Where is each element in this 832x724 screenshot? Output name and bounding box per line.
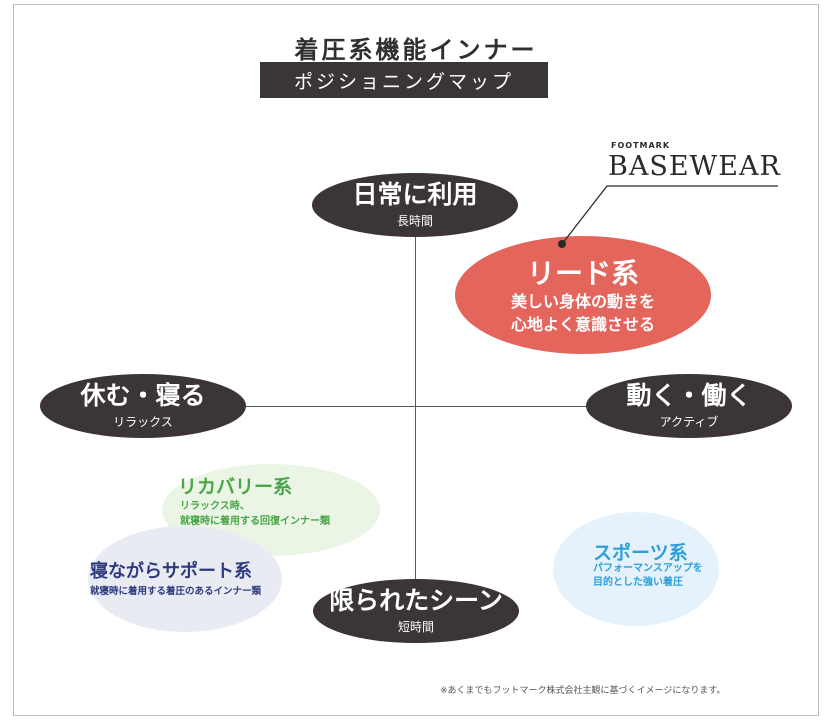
sports-category-description: パフォーマンスアップを 目的とした強い着圧	[553, 562, 719, 590]
axis-left-pill: 休む・寝る リラックス	[40, 374, 246, 438]
axis-left-sublabel: リラックス	[113, 415, 173, 430]
sports-category-title: スポーツ系	[593, 542, 688, 564]
axis-bottom-label: 限られたシーン	[329, 585, 503, 615]
axis-right-pill: 動く・働く アクティブ	[586, 374, 792, 438]
axis-top-pill: 日常に利用 長時間	[312, 173, 518, 237]
recovery-category-description: リラックス時、 就寝時に着用する回復インナー類	[180, 499, 330, 529]
axis-left-label: 休む・寝る	[80, 380, 206, 410]
sports-desc-line2: 目的とした強い着圧	[593, 577, 683, 588]
lead-desc-line2: 心地よく意識させる	[510, 315, 655, 334]
diagram-subtitle: ポジショニングマップ	[260, 62, 548, 98]
footnote: ※あくまでもフットマーク株式会社主観に基づくイメージになります。	[440, 686, 726, 696]
sleep-support-category-title: 寝ながらサポート系	[90, 561, 252, 582]
axis-top-label: 日常に利用	[352, 179, 478, 209]
sports-category-ellipse	[553, 512, 719, 626]
diagram-title: 着圧系機能インナー	[294, 36, 538, 64]
axis-bottom-pill: 限られたシーン 短時間	[313, 579, 519, 643]
brand-maker-label: FOOTMARK	[611, 141, 671, 150]
brand-product-label: BASEWEAR	[608, 151, 781, 182]
lead-category-description: 美しい身体の動きを 心地よく意識させる	[455, 290, 711, 336]
lead-category-ellipse	[455, 236, 711, 354]
sleep-support-category-ellipse	[88, 526, 282, 632]
sleep-support-category-description: 就寝時に着用する着圧のあるインナー類	[90, 586, 262, 597]
axis-bottom-sublabel: 短時間	[397, 620, 434, 635]
lead-desc-line1: 美しい身体の動きを	[510, 292, 655, 311]
axis-right-label: 動く・働く	[626, 380, 752, 410]
horizontal-axis	[240, 406, 592, 407]
sports-desc-line1: パフォーマンスアップを	[593, 563, 703, 574]
recovery-category-title: リカバリー系	[178, 476, 293, 498]
vertical-axis	[415, 225, 416, 607]
recovery-desc-line2: 就寝時に着用する回復インナー類	[180, 516, 330, 527]
lead-category-title: リード系	[526, 257, 639, 290]
recovery-desc-line1: リラックス時、	[180, 501, 250, 512]
axis-right-sublabel: アクティブ	[659, 415, 719, 430]
axis-top-sublabel: 長時間	[396, 214, 433, 229]
